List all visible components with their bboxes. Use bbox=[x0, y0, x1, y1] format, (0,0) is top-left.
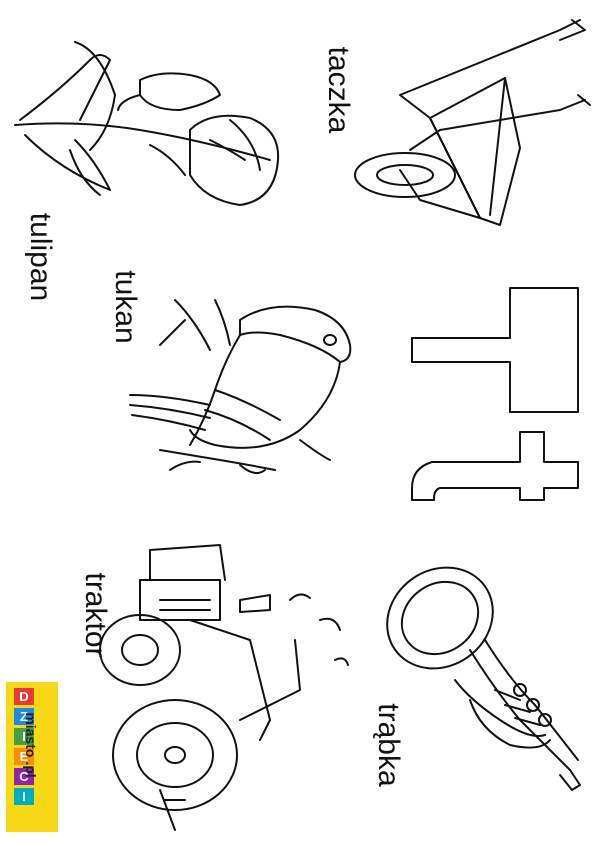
logo-suffix: .pl bbox=[23, 761, 39, 778]
word-tulipan: tulipan bbox=[24, 212, 57, 302]
tulip-drawing bbox=[14, 41, 280, 206]
logo-letter: D bbox=[14, 688, 34, 705]
letter-upper-t-outline bbox=[411, 287, 579, 413]
word-tukan: tukan bbox=[109, 270, 142, 344]
word-traktor: traktor bbox=[79, 572, 112, 658]
logo-letter: Z bbox=[14, 708, 34, 725]
toucan-drawing bbox=[129, 299, 352, 475]
logo-letter: C bbox=[14, 768, 34, 785]
wheelbarrow-drawing bbox=[354, 19, 591, 226]
tractor-drawing bbox=[99, 544, 349, 831]
trumpet-drawing bbox=[386, 566, 581, 791]
logo-top: miasto bbox=[23, 712, 39, 758]
miasto-dzieci-logo: D Z I E C I miasto .pl bbox=[6, 682, 58, 832]
logo-letter: E bbox=[14, 748, 34, 765]
logo-letter: I bbox=[14, 728, 34, 745]
logo-letter: I bbox=[14, 788, 34, 805]
logo-letter-blocks: D Z I E C I bbox=[14, 688, 34, 808]
logo-miasto-text: miasto .pl bbox=[23, 690, 39, 800]
word-taczka: taczka bbox=[322, 46, 355, 134]
word-trabka: trąbka bbox=[372, 703, 405, 787]
letter-lower-t-outline bbox=[411, 431, 579, 501]
